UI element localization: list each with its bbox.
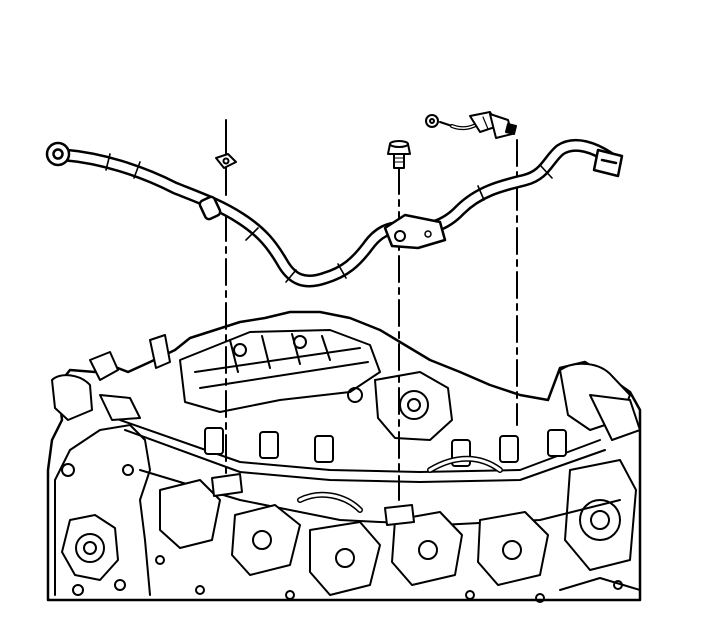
ring-terminal: [45, 141, 71, 167]
wiring-harness: [45, 139, 624, 288]
mounting-bolt: [387, 140, 411, 169]
sensor-connector: [425, 111, 517, 139]
engine-assembly: [46, 310, 642, 603]
harness-grommet: [198, 195, 222, 221]
harness-bracket: [383, 213, 447, 250]
harness-connector-end: [592, 148, 624, 178]
harness-clip-nut: [215, 153, 237, 169]
injector-row: [204, 427, 567, 467]
